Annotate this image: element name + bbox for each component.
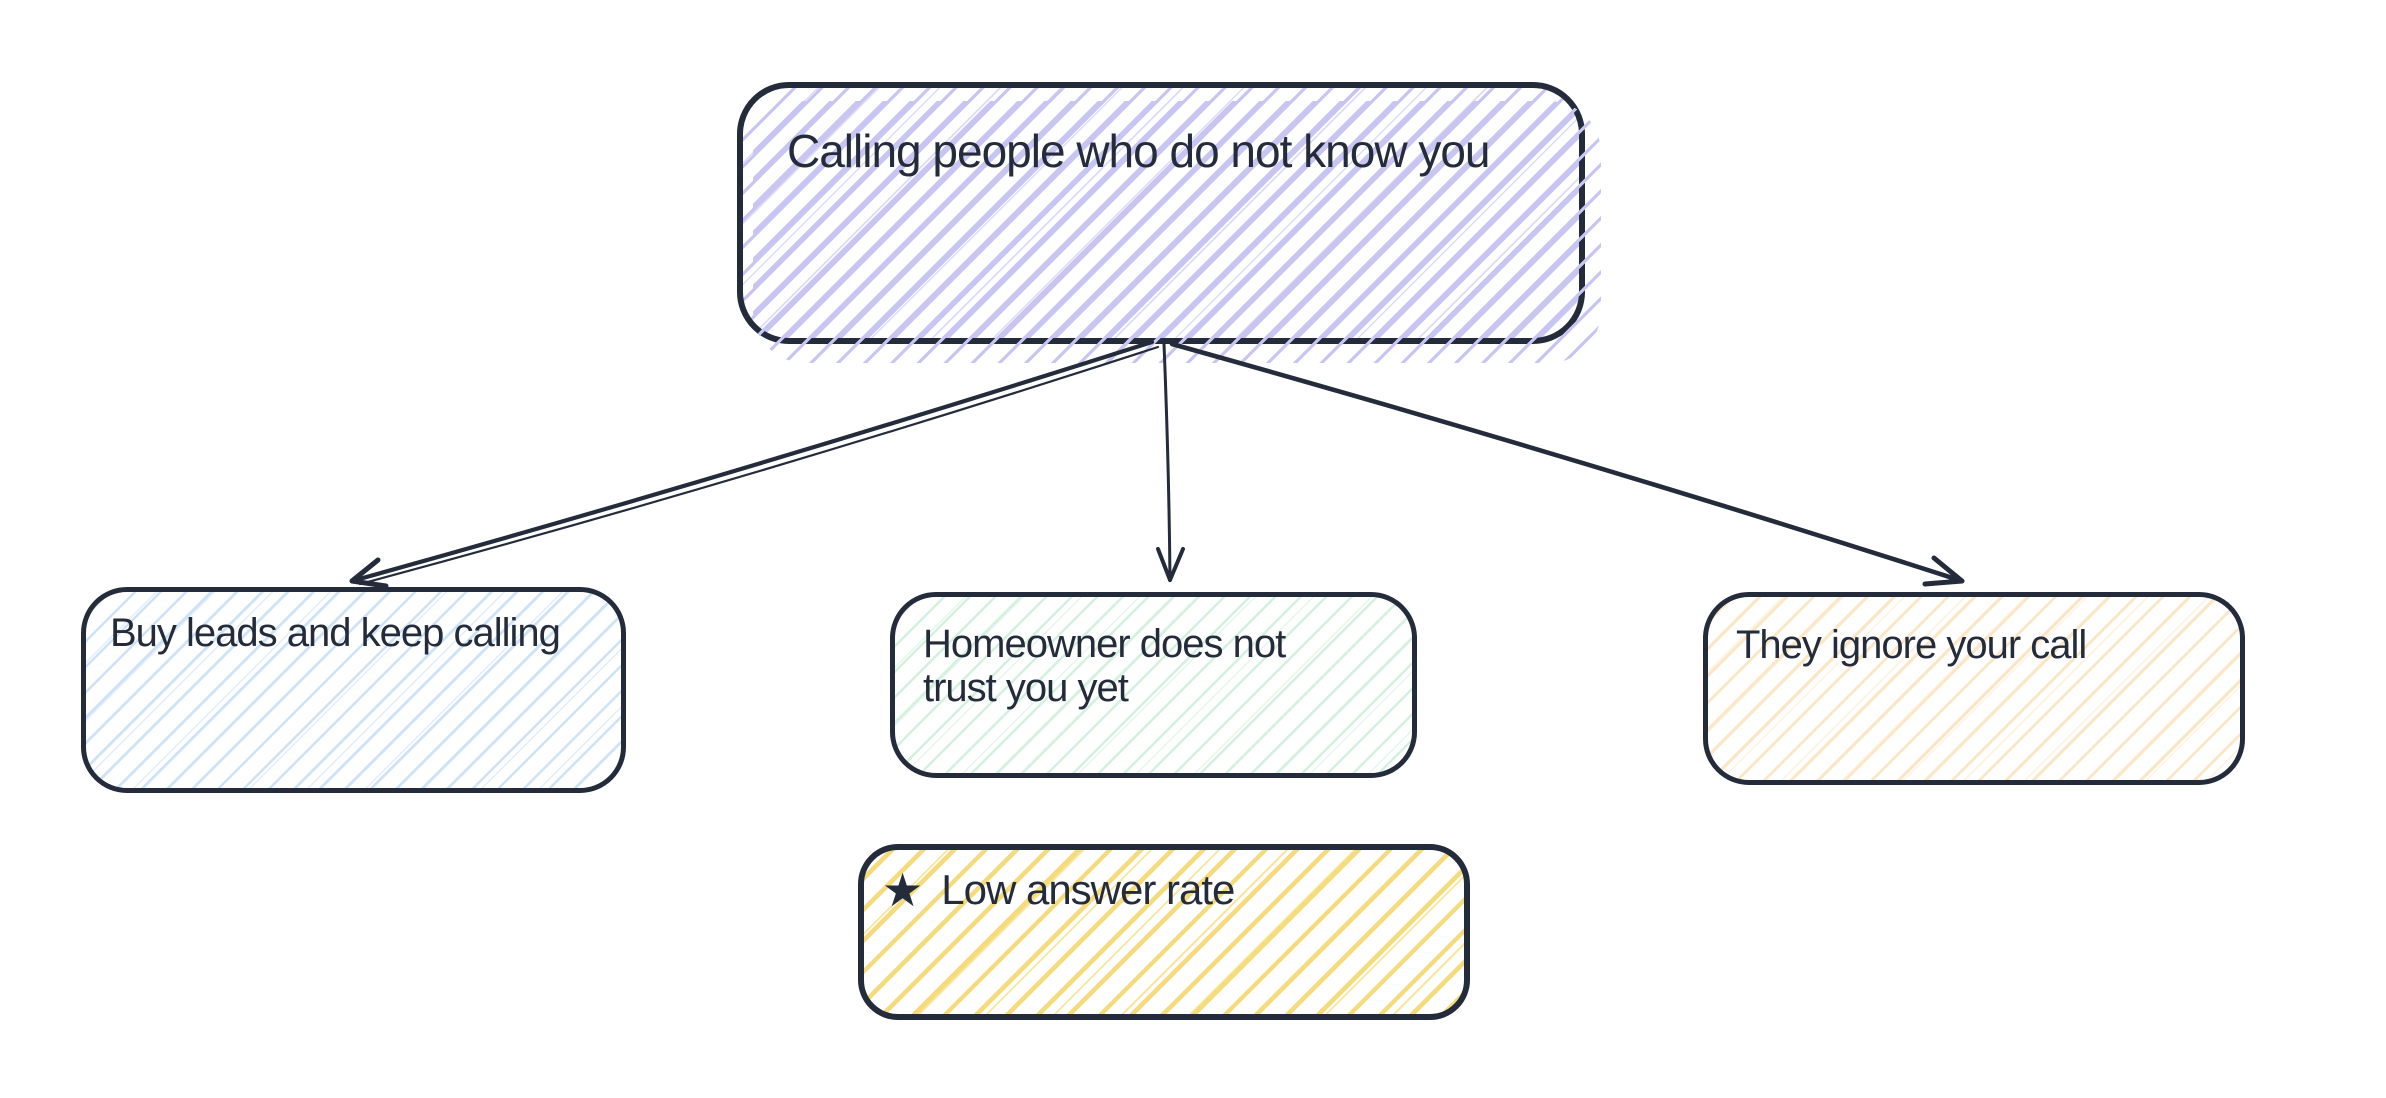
arrow-root-to-homeowner[interactable] (1156, 342, 1185, 582)
node-buy-leads[interactable]: Buy leads and keep calling (81, 587, 626, 793)
arrow-root-to-buy-leads[interactable] (349, 339, 1160, 589)
node-low-answer-rate-row: ★ Low answer rate (864, 850, 1464, 914)
node-calling-people-label: Calling people who do not know you (787, 125, 1491, 177)
node-low-answer-rate[interactable]: ★ Low answer rate (858, 844, 1470, 1020)
node-they-ignore-label: They ignore your call (1736, 623, 2087, 667)
star-icon: ★ (882, 864, 924, 917)
node-homeowner-trust-label: Homeowner does not trust you yet (923, 622, 1286, 710)
node-calling-people[interactable]: Calling people who do not know you (737, 82, 1585, 344)
arrow-root-to-ignore[interactable] (1169, 341, 1965, 587)
node-homeowner-trust[interactable]: Homeowner does not trust you yet (890, 592, 1417, 778)
node-they-ignore[interactable]: They ignore your call (1703, 592, 2245, 785)
node-low-answer-rate-label: Low answer rate (941, 866, 1235, 913)
node-buy-leads-label: Buy leads and keep calling (110, 611, 561, 655)
